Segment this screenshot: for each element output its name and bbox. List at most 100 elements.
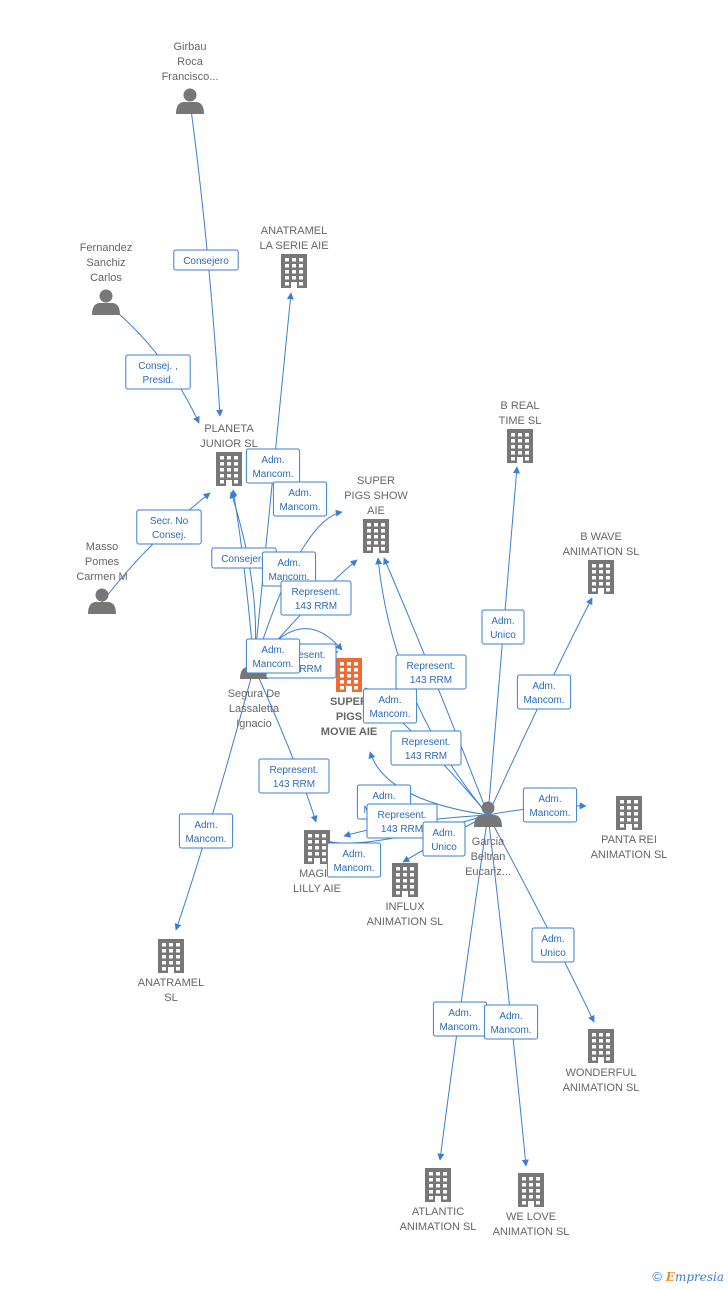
edge-label-text: Mancom. (333, 863, 374, 874)
node-label: B WAVE (580, 531, 622, 543)
node-label: Ignacio (236, 718, 271, 730)
edge-label[interactable]: Adm.Mancom. (432, 1001, 488, 1037)
edge-label-text: Adm. (499, 1011, 522, 1022)
edge-label-text: Represent. (292, 587, 341, 598)
node-label: PANTA REI (601, 834, 657, 846)
edge-label-text: 143 RRM (295, 601, 337, 612)
edge-label[interactable]: Adm. Unico (531, 927, 575, 963)
node-label: Garcia (472, 836, 505, 848)
edge-label[interactable]: Represent.143 RRM (390, 730, 462, 766)
edge-label-text: Mancom. (185, 834, 226, 845)
footer-brand[interactable]: © Empresia (652, 1269, 724, 1284)
edge-label[interactable]: Consejero (173, 249, 239, 271)
node-magiclilly[interactable]: MAGIC LILLY AIE (293, 830, 341, 895)
edge-label-text: Mancom. (279, 502, 320, 513)
edge-label-text: Unico (540, 948, 566, 959)
node-label: ATLANTIC (412, 1206, 464, 1218)
edge-label-text: 143 RRM (273, 779, 315, 790)
node-label: ANIMATION SL (493, 1226, 570, 1238)
node-label: LILLY AIE (293, 883, 341, 895)
edge-label[interactable]: Adm.Unico (481, 609, 525, 645)
edge-segura-to-magiclilly (253, 666, 318, 823)
edge-label-text: Adm. (277, 558, 300, 569)
empresia-logo[interactable]: Empresia (665, 1269, 724, 1284)
node-label: Carlos (90, 272, 122, 284)
node-label: ANATRAMEL (138, 977, 204, 989)
node-label: WE LOVE (506, 1211, 556, 1223)
node-label: Lassaletta (229, 703, 280, 715)
building-icon (336, 658, 362, 692)
edge-label-text: Unico (490, 630, 516, 641)
node-anatramel_serie[interactable]: ANATRAMEL LA SERIE AIE (259, 225, 329, 288)
edge-label[interactable]: Adm. Mancom. (326, 842, 382, 878)
edge-label[interactable]: Adm.Mancom. (483, 1004, 539, 1040)
node-pantarei[interactable]: PANTA REI ANIMATION SL (591, 796, 668, 861)
node-label: LA SERIE AIE (259, 240, 328, 252)
edge-label-text: Consejero (221, 554, 267, 565)
edge-label[interactable]: Adm.Mancom. (245, 638, 301, 674)
edge-label[interactable]: Represent.143 RRM (395, 654, 467, 690)
node-label: PIGS SHOW (344, 490, 408, 502)
edge-label[interactable]: Represent. 143 RRM (280, 580, 352, 616)
node-label: Francisco... (162, 71, 219, 83)
person-icon (474, 801, 502, 827)
node-label: SUPER (330, 696, 368, 708)
node-welove[interactable]: WE LOVE ANIMATION SL (493, 1173, 570, 1238)
person-icon (176, 88, 204, 114)
node-label: ANATRAMEL (261, 225, 327, 237)
node-label: Roca (177, 56, 204, 68)
building-icon (158, 939, 184, 973)
node-label: Fernandez (80, 242, 133, 254)
edge-label-text: 143 RRM (280, 664, 322, 675)
edge-label[interactable]: Adm.Mancom. (272, 481, 328, 517)
node-label: PIGS (336, 711, 362, 723)
edge-label[interactable]: Adm.Mancom. (178, 813, 234, 849)
edge-label-text: Represent. (270, 765, 319, 776)
edge-label[interactable]: Adm.Mancom. (516, 674, 572, 710)
edge-label[interactable]: Represent. 143 RRM (258, 758, 330, 794)
node-label: JUNIOR SL (200, 438, 257, 450)
building-icon (425, 1168, 451, 1202)
edge-label-text: Adm. (432, 828, 455, 839)
building-icon (216, 452, 242, 486)
edge-label-text: Represent. (378, 810, 427, 821)
edge-label-text: Adm. (541, 934, 564, 945)
edge-label[interactable]: Consej. ,Presid. (125, 354, 191, 390)
edge-label-text: Adm. (342, 849, 365, 860)
node-label: Segura De (228, 688, 281, 700)
edge-label-text: Adm. (261, 455, 284, 466)
edge-label-text: Consej. , (138, 361, 177, 372)
node-label: WONDERFUL (566, 1067, 637, 1079)
node-label: ANIMATION SL (591, 849, 668, 861)
edge-label[interactable]: Adm.Mancom. (245, 448, 301, 484)
node-garcia[interactable]: GarciaBeltranEucariz... (465, 801, 511, 879)
edge-label[interactable]: Represent.143 RRM (366, 803, 438, 839)
person-icon (92, 289, 120, 315)
edge-label[interactable]: Consejero (211, 547, 277, 569)
edge-label-text: Represent. (407, 661, 456, 672)
node-girbau[interactable]: GirbauRocaFrancisco... (162, 41, 219, 114)
node-label: Sanchiz (86, 257, 125, 269)
edge-label[interactable]: Adm.Unico (422, 821, 466, 857)
node-label: Beltran (471, 851, 506, 863)
edge-label[interactable]: Adm.Mancom. (362, 688, 418, 724)
edge-label-text: 143 RRM (405, 751, 447, 762)
edge-label-text: Mancom. (252, 659, 293, 670)
node-label: Girbau (173, 41, 206, 53)
edge-label-text: Mancom. (529, 808, 570, 819)
node-label: MAGIC (299, 868, 335, 880)
edge-label[interactable]: Adm.Mancom. (522, 787, 578, 823)
building-icon (363, 519, 389, 553)
